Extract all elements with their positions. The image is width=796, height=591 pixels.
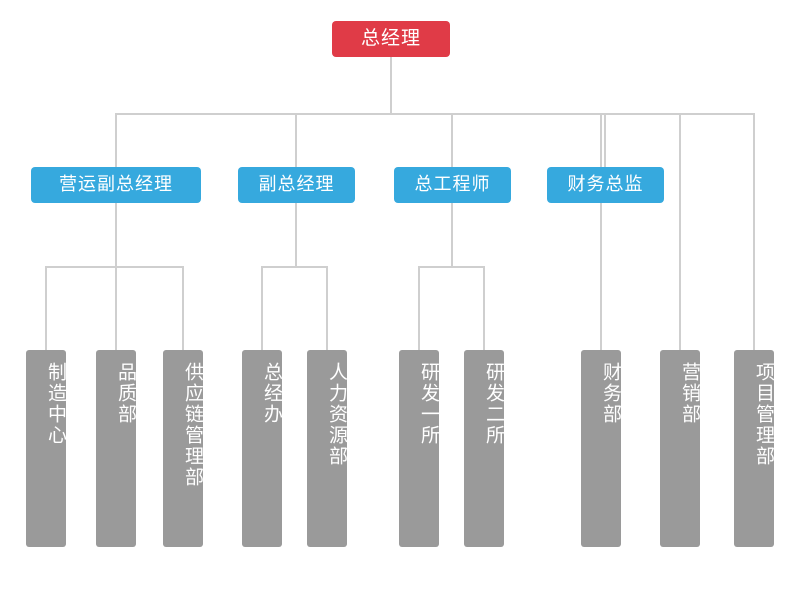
node-hr-dept[interactable]: 人力资源部 [307, 350, 348, 547]
connector-dep-gm-to-gm-office [261, 266, 263, 350]
node-label: 财务部 [600, 362, 622, 425]
node-project-mgmt-dept[interactable]: 项目管理部 [734, 350, 775, 547]
node-quality-dept[interactable]: 品质部 [96, 350, 137, 547]
connector-bus-to-ops-vp [115, 113, 117, 167]
node-label: 营运副总经理 [59, 173, 173, 195]
node-label: 供应链管理部 [182, 362, 204, 488]
node-label: 财务总监 [567, 173, 644, 195]
node-label: 人力资源部 [326, 362, 348, 467]
node-label: 营销部 [679, 362, 701, 425]
node-label: 总经办 [261, 362, 283, 425]
node-label: 品质部 [115, 362, 137, 425]
node-manufacturing-center[interactable]: 制造中心 [26, 350, 67, 547]
connector-dep-gm-to-hr-dept [326, 266, 328, 350]
connector-ops-vp-stem [115, 203, 117, 266]
node-finance-dept[interactable]: 财务部 [581, 350, 622, 547]
connector-bus-to-finance-dept [600, 113, 602, 350]
node-general-manager[interactable]: 总经理 [332, 21, 450, 57]
node-rd-institute-2[interactable]: 研发二所 [464, 350, 505, 547]
node-deputy-general-manager[interactable]: 副总经理 [238, 167, 355, 203]
node-operations-vice-general-manager[interactable]: 营运副总经理 [31, 167, 201, 203]
node-label: 总工程师 [414, 173, 491, 195]
connector-bus-to-chief-eng [451, 113, 453, 167]
connector-dep-gm-stem [295, 203, 297, 266]
connector-root-stem [390, 57, 392, 113]
connector-chief-eng-to-rd-1 [418, 266, 420, 350]
node-supply-chain-dept[interactable]: 供应链管理部 [163, 350, 204, 547]
node-label: 制造中心 [45, 362, 67, 446]
node-label: 研发二所 [483, 362, 505, 446]
node-label: 总经理 [360, 27, 421, 50]
node-gm-office[interactable]: 总经办 [242, 350, 283, 547]
connector-ops-vp-to-manufacturing-center [45, 266, 47, 350]
connector-bus-to-cfo [604, 113, 606, 167]
node-label: 项目管理部 [753, 362, 775, 467]
connector-chief-eng-to-rd-2 [483, 266, 485, 350]
connector-ops-vp-to-supply-chain-dept [182, 266, 184, 350]
node-rd-institute-1[interactable]: 研发一所 [399, 350, 440, 547]
connector-chief-eng-bus [419, 266, 485, 268]
node-label: 副总经理 [258, 173, 335, 195]
node-marketing-dept[interactable]: 营销部 [660, 350, 701, 547]
connector-dep-gm-bus [262, 266, 328, 268]
node-label: 研发一所 [418, 362, 440, 446]
connector-bus-to-marketing-dept [679, 113, 681, 350]
connector-main-bus [116, 113, 755, 115]
node-chief-engineer[interactable]: 总工程师 [394, 167, 511, 203]
connector-chief-eng-stem [451, 203, 453, 266]
node-finance-director[interactable]: 财务总监 [547, 167, 664, 203]
connector-bus-to-dep-gm [295, 113, 297, 167]
connector-ops-vp-to-quality-dept [115, 266, 117, 350]
connector-bus-to-project-mgmt-dept [753, 113, 755, 350]
